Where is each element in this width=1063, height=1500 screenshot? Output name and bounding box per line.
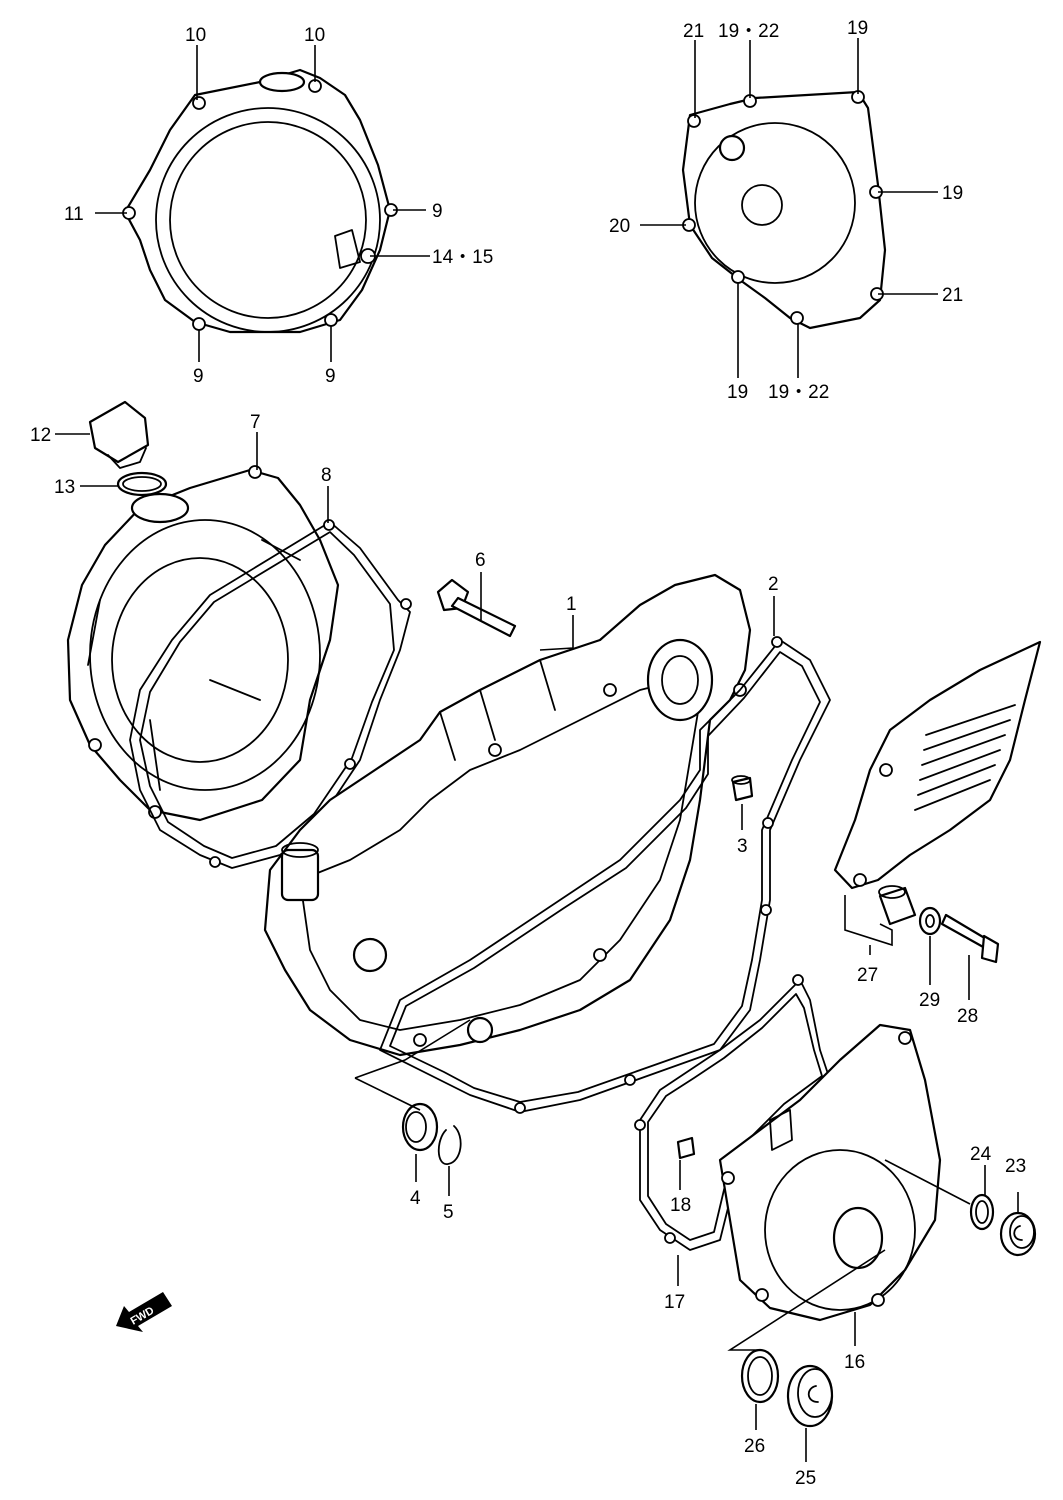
callout-7: 7 — [250, 412, 261, 433]
callout-9-top-right: 9 — [432, 201, 443, 222]
callout-18: 18 — [670, 1195, 691, 1216]
callout-6: 6 — [475, 550, 486, 571]
callout-labels: 1 2 3 4 5 6 7 8 9 9 9 10 10 11 12 13 14・… — [30, 18, 1026, 1489]
clutch-outer-cover — [122, 68, 398, 334]
callout-9-bottom-right: 9 — [325, 366, 336, 387]
circlip — [437, 1125, 462, 1165]
callout-12: 12 — [30, 425, 51, 446]
lower-dowel-pin — [676, 1136, 696, 1160]
clutch-cover — [66, 465, 340, 822]
crankcase-gasket — [379, 636, 831, 1114]
callout-26: 26 — [744, 1436, 765, 1457]
large-o-ring — [740, 1348, 780, 1404]
callout-9-bottom-left: 9 — [193, 366, 204, 387]
dowel-pin — [731, 775, 754, 802]
callout-1: 1 — [566, 594, 577, 615]
callout-20: 20 — [609, 216, 630, 237]
oil-cap-o-ring — [116, 471, 168, 497]
guard-bolt — [940, 913, 1000, 964]
callout-19-top: 19 — [847, 18, 868, 39]
callout-14-15: 14・15 — [432, 247, 493, 268]
small-o-ring — [969, 1193, 995, 1231]
side-guard — [833, 640, 1042, 890]
callout-11: 11 — [64, 204, 84, 225]
callout-23: 23 — [1005, 1156, 1026, 1177]
callout-10-right: 10 — [304, 25, 325, 46]
callout-25: 25 — [795, 1468, 816, 1489]
callout-19-bottom: 19 — [727, 382, 748, 403]
leader-lines — [55, 38, 1019, 1462]
fwd-arrow-icon: FWD — [116, 1292, 172, 1332]
oil-seal — [401, 1102, 439, 1152]
callout-4: 4 — [410, 1188, 421, 1209]
callout-29: 29 — [919, 990, 940, 1011]
spacer-collar — [878, 885, 917, 926]
callout-16: 16 — [844, 1352, 865, 1373]
lower-generator-cover — [718, 1023, 942, 1322]
callout-24: 24 — [970, 1144, 992, 1165]
large-plug — [786, 1364, 834, 1428]
callout-2: 2 — [768, 574, 779, 595]
callout-27: 27 — [857, 965, 878, 986]
callout-19-22-top: 19・22 — [718, 21, 779, 42]
callout-28: 28 — [957, 1006, 978, 1027]
crankcase-cover — [263, 573, 752, 1057]
washer — [918, 906, 942, 936]
fwd-label: FWD — [129, 1305, 157, 1328]
small-plug — [999, 1211, 1037, 1257]
callout-19-22-bottom: 19・22 — [768, 382, 829, 403]
callout-17: 17 — [664, 1292, 685, 1313]
bolt — [436, 578, 517, 638]
callout-13: 13 — [54, 477, 75, 498]
callout-5: 5 — [443, 1202, 454, 1223]
callout-21-top: 21 — [683, 21, 704, 42]
magneto-cover — [681, 90, 887, 330]
callout-3: 3 — [737, 836, 748, 857]
oil-filler-cap — [88, 400, 150, 469]
callout-8: 8 — [321, 465, 332, 486]
callout-10-left: 10 — [185, 25, 206, 46]
clutch-cover-gasket — [129, 519, 412, 869]
callout-21-right: 21 — [942, 285, 963, 306]
callout-19-right: 19 — [942, 183, 963, 204]
